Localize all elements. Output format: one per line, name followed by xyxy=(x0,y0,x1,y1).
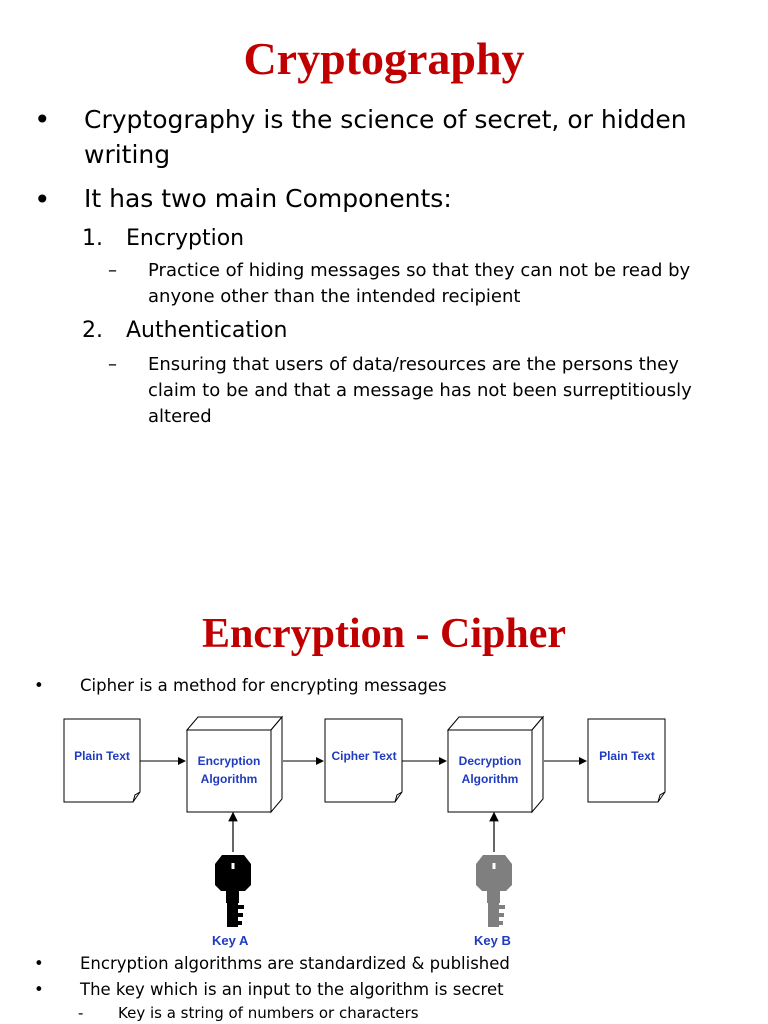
bullet-text: Cryptography is the science of secret, o… xyxy=(84,105,687,169)
dash-marker: - xyxy=(78,1004,84,1022)
cipher-flow-diagram xyxy=(63,715,666,927)
slide2-title: Encryption - Cipher xyxy=(201,611,566,657)
key-b-icon xyxy=(476,855,512,927)
list-number: 2. xyxy=(82,318,103,343)
bullet-dot: • xyxy=(34,676,44,695)
dash-marker: – xyxy=(108,354,117,375)
intro-text: Cipher is a method for encrypting messag… xyxy=(80,676,447,695)
plain-text-label: Plain Text xyxy=(74,749,130,763)
bullet-dot: • xyxy=(34,954,44,973)
component-detail: Ensuring that users of data/resources ar… xyxy=(148,354,692,427)
encryption-algorithm-label: Encryption Algorithm xyxy=(197,754,261,786)
bullet-text: It has two main Components: xyxy=(84,184,452,213)
key-a-label: Key A xyxy=(212,933,249,948)
bullet-dot: • xyxy=(34,103,51,136)
plain-text-document-2 xyxy=(587,718,666,803)
decryption-algorithm-box xyxy=(446,715,545,814)
dash-marker: – xyxy=(108,260,117,281)
plain-text-document-1 xyxy=(63,718,141,803)
bullet-text: The key which is an input to the algorit… xyxy=(80,980,504,999)
cipher-text-label: Cipher Text xyxy=(331,749,397,763)
bullet-text: Encryption algorithms are standardized &… xyxy=(80,954,510,973)
slide1-title: Cryptography xyxy=(243,33,525,84)
sub-bullet-text: Key is a string of numbers or characters xyxy=(118,1004,419,1022)
bullet-dot: • xyxy=(34,183,51,216)
plain-text-label: Plain Text xyxy=(599,749,655,763)
component-detail: Practice of hiding messages so that they… xyxy=(148,260,691,307)
cipher-text-document xyxy=(324,718,403,803)
decryption-algorithm-label: Decryption Algorithm xyxy=(458,754,522,786)
component-name: Encryption xyxy=(126,226,245,251)
component-name: Authentication xyxy=(126,318,288,343)
list-number: 1. xyxy=(82,226,103,251)
key-b-label: Key B xyxy=(474,933,511,948)
encryption-algorithm-box xyxy=(185,715,284,814)
key-a-icon xyxy=(215,855,251,927)
bullet-dot: • xyxy=(34,980,44,999)
